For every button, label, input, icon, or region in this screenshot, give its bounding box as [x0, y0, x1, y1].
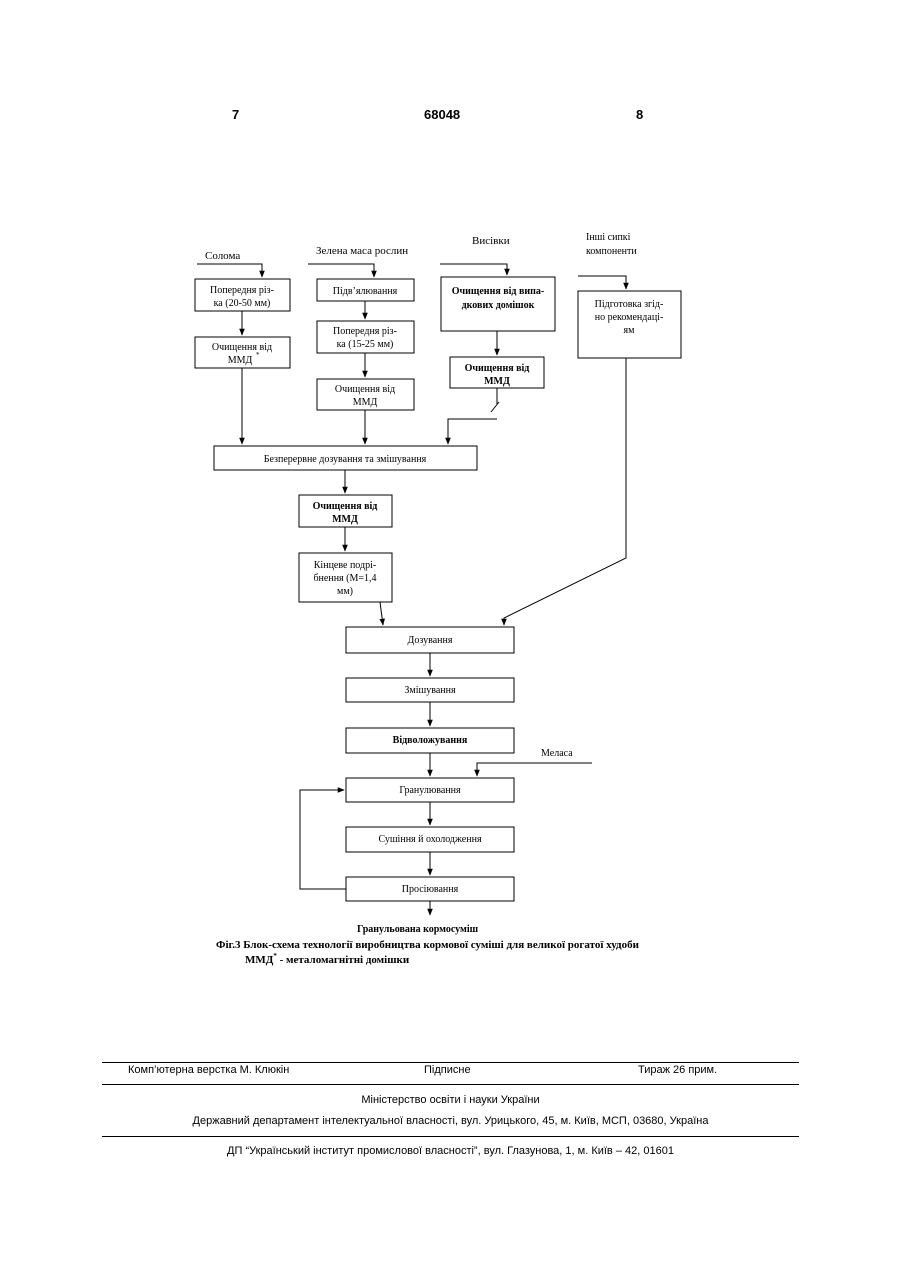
- connector-c3-3: [448, 419, 497, 444]
- mmd-cleaning-1-line1: Очищення від: [212, 342, 272, 353]
- footer-layout-credit: Комп’ютерна верстка М. Клюкін: [128, 1064, 289, 1076]
- pre-cutting-1-line1: Попередня різ-: [210, 285, 274, 296]
- preparation-line2: но рекомендаці-: [595, 312, 664, 323]
- dosing-label: Дозування: [408, 635, 453, 646]
- impurity-cleaning-line1: Очищення від випа-: [452, 286, 545, 297]
- connector-c4: [504, 358, 626, 625]
- recycle-loop-connector: [300, 790, 346, 889]
- input-siftings-label: Висівки: [472, 235, 510, 247]
- molasses-connector: [477, 763, 592, 776]
- input-green-mass-label: Зелена маса рослин: [316, 245, 408, 257]
- mmd-cleaning-2-line1: Очищення від: [335, 384, 395, 395]
- pre-cutting-2-line2: ка (15-25 мм): [337, 339, 394, 350]
- input-molasses-label: Меласа: [541, 748, 573, 759]
- caption-mmd: ММД: [245, 954, 274, 966]
- input-other-label-line1: Інші сипкі: [586, 232, 631, 243]
- preparation-line1: Підготовка згід-: [595, 299, 664, 310]
- mmd-cleaning-2-line2: ММД: [353, 397, 378, 408]
- mmd-cleaning-1-sup: *: [256, 351, 260, 359]
- final-grinding-line1: Кінцеве подрі-: [314, 560, 376, 571]
- granulation-label: Гранулювання: [399, 785, 461, 796]
- connector-c3-break: [491, 402, 499, 412]
- final-grinding-line3: мм): [337, 586, 353, 597]
- other-input-connector: [578, 276, 626, 289]
- input-other-label-line2: компоненти: [586, 246, 637, 257]
- pre-cutting-2-line1: Попередня різ-: [333, 326, 397, 337]
- mixing-label: Змішування: [404, 685, 456, 696]
- sifting-label: Просіювання: [402, 884, 459, 895]
- footer-signed: Підписне: [424, 1064, 471, 1076]
- mmd-cleaning-1-line2: ММД: [228, 355, 253, 366]
- continuous-mixing-label: Безперервне дозування та змішування: [264, 454, 427, 465]
- connector-main-3: [380, 602, 383, 625]
- process-flowchart: Солома Зелена маса рослин Висівки Інші с…: [0, 0, 901, 1000]
- wilting-label: Підв’ялювання: [333, 286, 398, 297]
- footer-circulation: Тираж 26 прим.: [638, 1064, 717, 1076]
- figure-caption-line1: Фіг.3 Блок-схема технології виробництва …: [216, 939, 640, 951]
- green-mass-input-connector: [308, 264, 374, 277]
- preparation-line3: ям: [624, 325, 636, 336]
- footer-rule-bottom: [102, 1136, 799, 1137]
- caption-rest: - металомагнітні домішки: [277, 954, 410, 966]
- drying-label: Сушіння й охолодження: [378, 834, 482, 845]
- mmd-cleaning-4-line1: Очищення від: [313, 501, 378, 512]
- mmd-cleaning-3-line2: ММД: [484, 376, 510, 387]
- impurity-cleaning-line2: дкових домішок: [462, 300, 535, 311]
- output-label: Гранульована кормосуміш: [357, 924, 479, 935]
- straw-input-connector: [197, 264, 262, 277]
- footer-rule-top: [102, 1062, 799, 1063]
- footer-institute: ДП “Український інститут промислової вла…: [0, 1145, 901, 1157]
- final-grinding-line2: бнення (М=1,4: [313, 573, 376, 584]
- siftings-input-connector: [440, 264, 507, 275]
- figure-caption-line2: ММД* - металомагнітні домішки: [245, 952, 410, 966]
- footer-department: Державний департамент інтелектуальної вл…: [0, 1115, 901, 1127]
- resting-label: Відволожування: [393, 735, 468, 746]
- footer-rule-middle: [102, 1084, 799, 1085]
- footer-ministry: Міністерство освіти і науки України: [0, 1094, 901, 1106]
- mmd-cleaning-3-line1: Очищення від: [465, 363, 530, 374]
- input-straw-label: Солома: [205, 250, 240, 262]
- pre-cutting-1-line2: ка (20-50 мм): [214, 298, 271, 309]
- mmd-cleaning-4-line2: ММД: [332, 514, 358, 525]
